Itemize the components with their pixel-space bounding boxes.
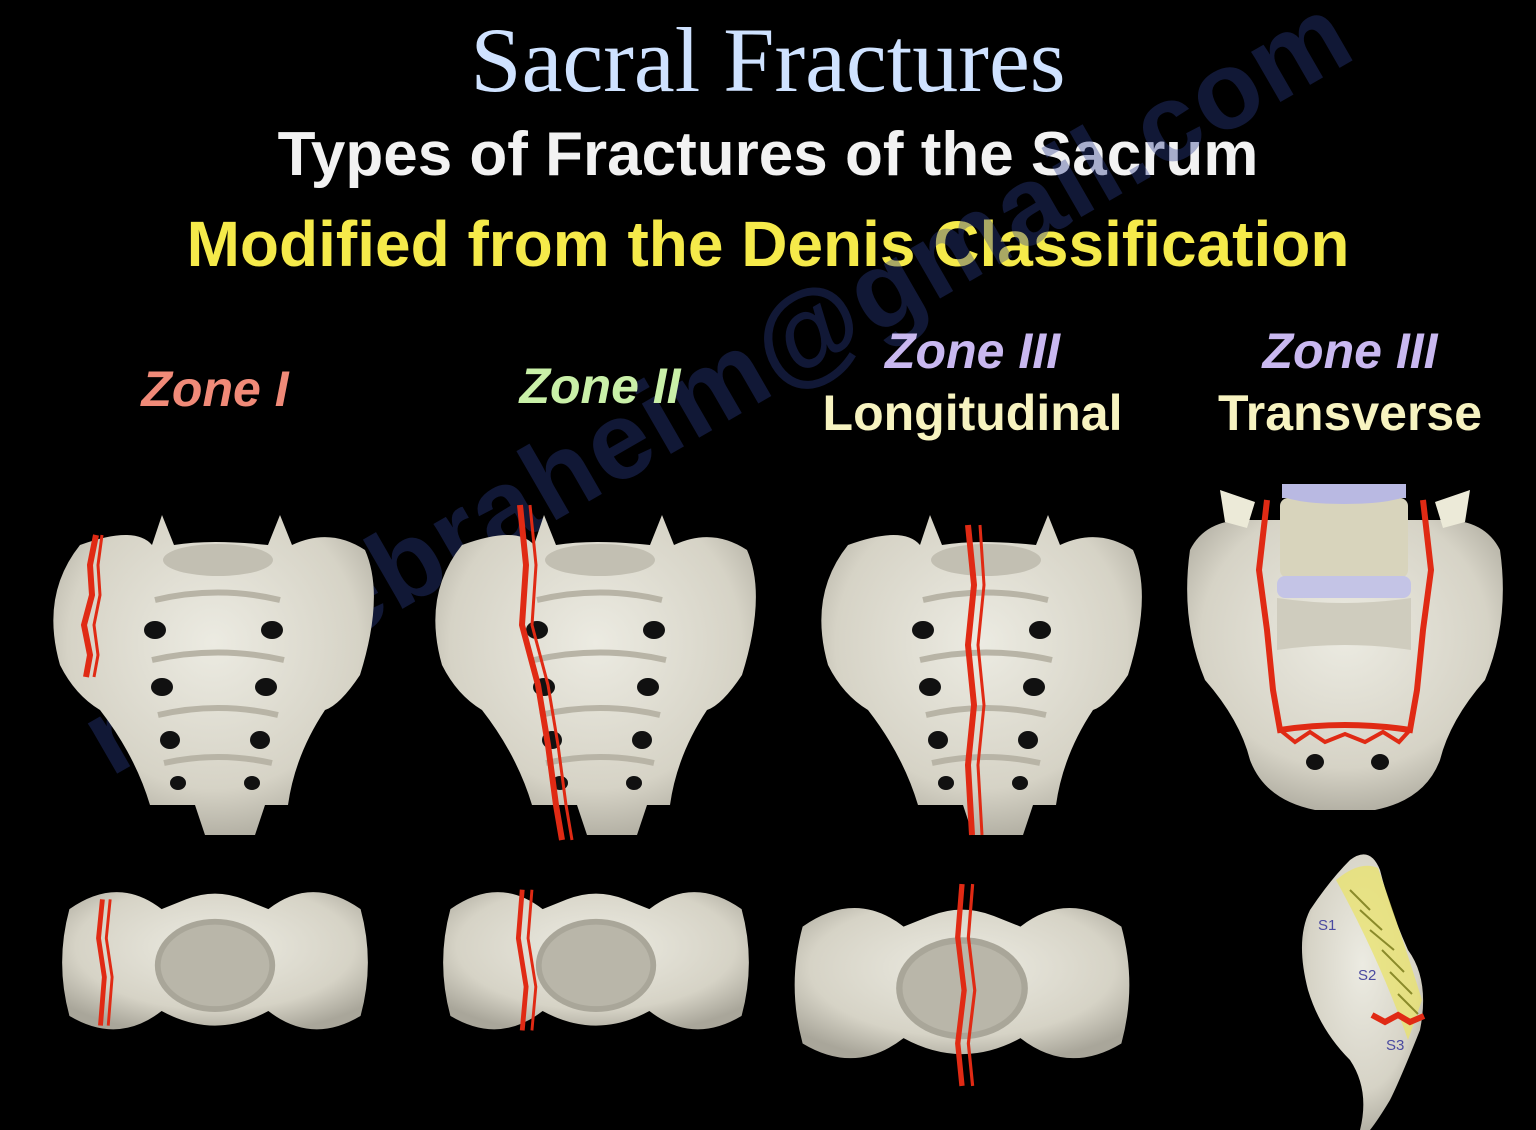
zone-1-sacrum-top-image <box>55 880 375 1045</box>
slide-subtitle: Types of Fractures of the Sacrum <box>277 120 1259 189</box>
s2-label: S2 <box>1358 967 1376 984</box>
s1-label: S1 <box>1318 917 1336 934</box>
zone-3-transverse-fracture-line <box>1255 499 1435 734</box>
zone-2-sacrum-front-image <box>422 504 762 841</box>
zone-2-fracture-line <box>517 504 565 841</box>
zone-2-label: Zone II <box>485 355 715 417</box>
zone-3-transverse-subtitle: Transverse <box>1217 385 1483 441</box>
zone-1-sacrum-front-image <box>40 505 380 845</box>
zone-3-transverse-sacrum-front-image <box>1187 484 1503 810</box>
zone-3-longitudinal-subtitle: Longitudinal <box>822 385 1123 441</box>
zone-1-fracture-line <box>80 534 99 678</box>
zone-3-longitudinal-title: Zone III <box>885 323 1060 379</box>
zone-2-title: Zone II <box>519 358 681 414</box>
zone-2-sacrum-top-image <box>436 889 756 1031</box>
zone-1-title: Zone I <box>141 361 289 417</box>
s3-label: S3 <box>1386 1037 1404 1054</box>
zone-3-longitudinal-label: Zone III Longitudinal <box>800 320 1145 444</box>
slide-title: Sacral Fractures <box>470 9 1066 111</box>
zone-3-longitudinal-sacrum-top-image <box>792 883 1132 1087</box>
zone-3-longitudinal-sacrum-front-image <box>808 505 1148 845</box>
zone-1-label: Zone I <box>100 358 330 420</box>
zone-3-transverse-label: Zone III Transverse <box>1195 320 1505 444</box>
zone-3-transverse-title: Zone III <box>1262 323 1438 379</box>
zone-3-transverse-sacrum-lateral-image: S1 S2 S3 <box>1301 854 1426 1130</box>
classification-subtitle: Modified from the Denis Classification <box>186 208 1350 280</box>
zone-3-longitudinal-fracture-line <box>964 524 978 836</box>
lateral-fracture-line <box>1370 1011 1426 1026</box>
